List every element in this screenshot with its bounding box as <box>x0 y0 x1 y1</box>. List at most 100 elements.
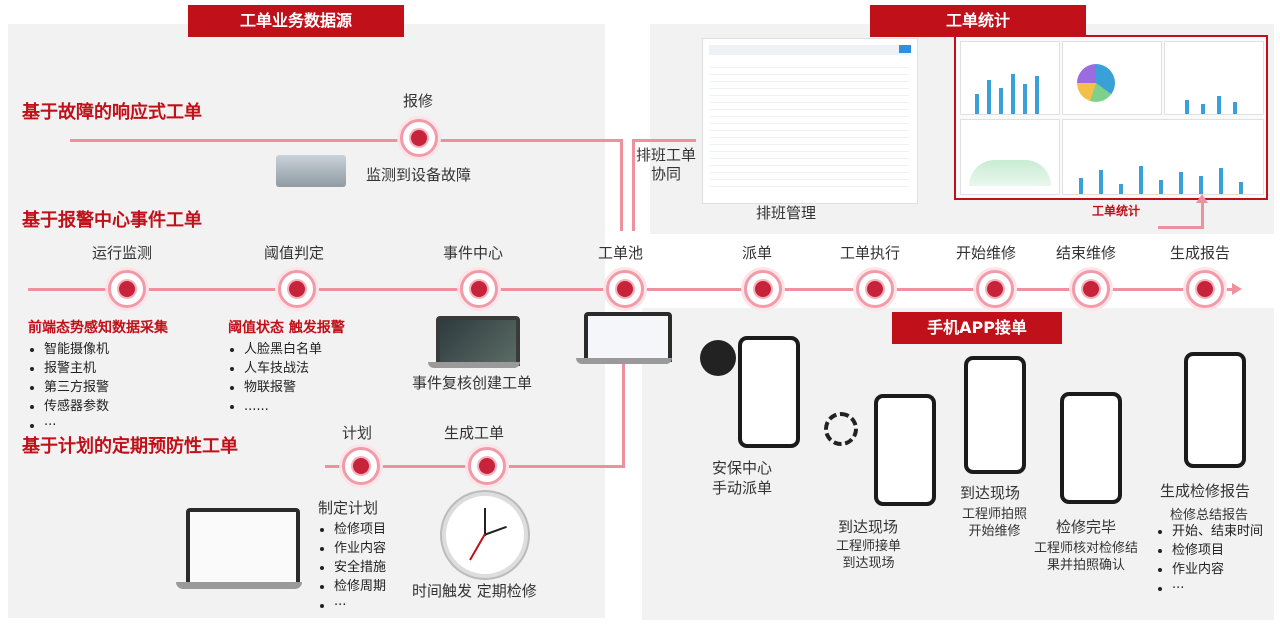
plan-laptop-base <box>176 582 302 589</box>
phone-arrive2 <box>964 356 1026 474</box>
sched-table-screenshot <box>702 38 918 204</box>
done-title: 检修完毕 <box>1056 518 1117 536</box>
operator-icon <box>700 340 736 376</box>
time-trigger-label: 时间触发 定期检修 <box>412 582 537 600</box>
plan-item: ··· <box>334 596 386 615</box>
plan-items-list: 检修项目 作业内容 安全措施 检修周期 ··· <box>318 520 386 615</box>
dispatch-label: 派单 <box>742 244 773 262</box>
arrive1-title: 到达现场 <box>838 518 899 536</box>
plan-laptop-screen <box>186 508 300 586</box>
report-item: ··· <box>1172 579 1263 598</box>
threshold-label: 阈值判定 <box>264 244 325 262</box>
fault-node-label: 报修 <box>402 92 433 110</box>
fault-node <box>400 119 438 157</box>
done-sub: 工程师核对检修结 果并拍照确认 <box>1034 541 1139 573</box>
sensing-list: 智能摄像机 报警主机 第三方报警 传感器参数 ··· <box>28 340 109 435</box>
stats-dashboard <box>954 35 1268 200</box>
lane-fault-title: 基于故障的响应式工单 <box>22 102 202 123</box>
sched-down-line <box>632 140 635 231</box>
threshold-title: 阈值状态 触发报警 <box>228 320 345 336</box>
phone-done <box>1060 392 1122 504</box>
sched-coop-label: 排班工单 协同 <box>636 146 697 183</box>
stats-area-card <box>960 119 1060 195</box>
event-laptop-screen <box>436 316 520 366</box>
plan-item: 安全措施 <box>334 558 386 577</box>
plan-up-line <box>622 312 625 468</box>
stats-link-line <box>1158 226 1204 229</box>
report-item: 开始、结束时间 <box>1172 522 1263 541</box>
pool-label: 工单池 <box>598 244 644 262</box>
threshold-item: 人脸黑白名单 <box>244 340 322 359</box>
stats-caption: 工单统计 <box>1092 204 1141 218</box>
pool-node <box>606 270 644 308</box>
monitor-node <box>108 270 146 308</box>
clock-icon <box>442 492 528 578</box>
threshold-node <box>278 270 316 308</box>
phone-report <box>1184 352 1246 468</box>
sensing-item: ··· <box>44 416 109 435</box>
stats-card <box>960 41 1060 115</box>
sensing-item: 第三方报警 <box>44 378 109 397</box>
stats-line-card <box>1164 41 1264 115</box>
report-item: 检修项目 <box>1172 541 1263 560</box>
phone-arrive1 <box>874 394 936 506</box>
execute-label: 工单执行 <box>840 244 901 262</box>
pool-laptop-screen <box>584 312 672 362</box>
dispatch-node <box>744 270 782 308</box>
data-source-header: 工单业务数据源 <box>188 5 404 37</box>
sensing-title: 前端态势感知数据采集 <box>28 320 168 336</box>
report-node <box>1186 270 1224 308</box>
plan-item: 作业内容 <box>334 539 386 558</box>
generate-node <box>468 447 506 485</box>
sched-link-line <box>632 139 696 142</box>
report-title: 生成检修报告 <box>1160 482 1251 500</box>
arrive1-sub: 工程师接单 到达现场 <box>836 539 902 571</box>
stats-arrow-icon <box>1196 194 1208 203</box>
stats-up-line <box>1201 200 1204 228</box>
lane-plan-title: 基于计划的定期预防性工单 <box>22 436 238 457</box>
threshold-item: ...... <box>244 397 322 416</box>
phone-security <box>738 336 800 448</box>
fault-caption: 监测到设备故障 <box>366 166 472 184</box>
event-caption: 事件复核创建工单 <box>412 374 533 392</box>
finish-label: 结束维修 <box>1056 244 1117 262</box>
finish-node <box>1072 270 1110 308</box>
event-center-node <box>460 270 498 308</box>
report-items-list: 开始、结束时间 检修项目 作业内容 ··· <box>1156 522 1263 598</box>
report-item: 作业内容 <box>1172 560 1263 579</box>
stats-bar-card <box>1062 119 1264 195</box>
monitor-label: 运行监测 <box>92 244 153 262</box>
generate-node-label: 生成工单 <box>444 424 505 442</box>
threshold-item: 人车技战法 <box>244 359 322 378</box>
start-node <box>976 270 1014 308</box>
fault-down-line <box>620 139 623 231</box>
plan-node-label: 计划 <box>342 424 373 442</box>
main-flow-arrow-icon <box>1232 283 1242 295</box>
stats-pie-card <box>1062 41 1162 115</box>
mobile-app-header: 手机APP接单 <box>892 312 1062 344</box>
arrive2-title: 到达现场 <box>960 484 1021 502</box>
event-center-label: 事件中心 <box>443 244 504 262</box>
start-label: 开始维修 <box>956 244 1017 262</box>
threshold-list: 人脸黑白名单 人车技战法 物联报警 ...... <box>228 340 322 416</box>
sensing-item: 智能摄像机 <box>44 340 109 359</box>
statistics-header: 工单统计 <box>870 5 1086 37</box>
plan-node <box>342 447 380 485</box>
pie-chart-icon <box>1077 64 1115 102</box>
sensing-item: 传感器参数 <box>44 397 109 416</box>
plan-item: 检修项目 <box>334 520 386 539</box>
gear-icon <box>824 412 858 446</box>
report-label: 生成报告 <box>1170 244 1231 262</box>
pool-laptop-base <box>576 358 672 364</box>
make-plan-label: 制定计划 <box>318 499 379 517</box>
arrive2-sub: 工程师拍照 开始维修 <box>962 507 1028 539</box>
execute-node <box>856 270 894 308</box>
threshold-item: 物联报警 <box>244 378 322 397</box>
event-laptop-base <box>428 362 520 368</box>
lane-alarm-title: 基于报警中心事件工单 <box>22 210 202 231</box>
sensing-item: 报警主机 <box>44 359 109 378</box>
security-center-label: 安保中心 手动派单 <box>712 459 773 497</box>
sched-management-label: 排班管理 <box>756 204 817 222</box>
fault-line <box>70 139 622 142</box>
equipment-image <box>276 155 346 187</box>
